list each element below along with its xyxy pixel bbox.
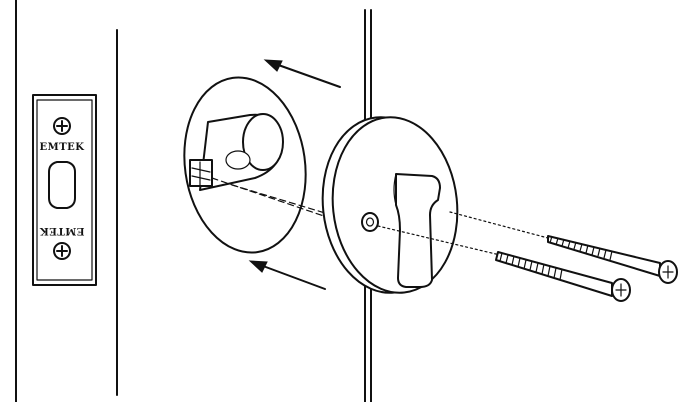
screw-path-lower [377,225,501,256]
strike-plate-top-mark: EMTEK [40,142,85,153]
strike-plate-bottom-mark: EMTEK [40,225,85,236]
strike-plate-bottom-screw-icon [53,242,71,260]
arrow-upper-icon [263,59,341,88]
arrow-lower-icon [248,260,326,290]
mounting-screw-lower [495,251,631,302]
thumb-turn-rose [321,116,459,294]
rose-screw-hole [361,212,379,232]
thumb-turn-knob [395,173,441,288]
mounting-screw-upper [547,235,678,284]
screw-path-upper [449,211,549,239]
latch-opening [48,161,76,209]
bore-hole [225,150,251,170]
inner-rose-housing [183,76,307,254]
strike-plate: EMTEK EMTEK [32,94,97,286]
strike-plate-top-screw-icon [53,117,71,135]
bolt-mechanism [189,159,213,187]
